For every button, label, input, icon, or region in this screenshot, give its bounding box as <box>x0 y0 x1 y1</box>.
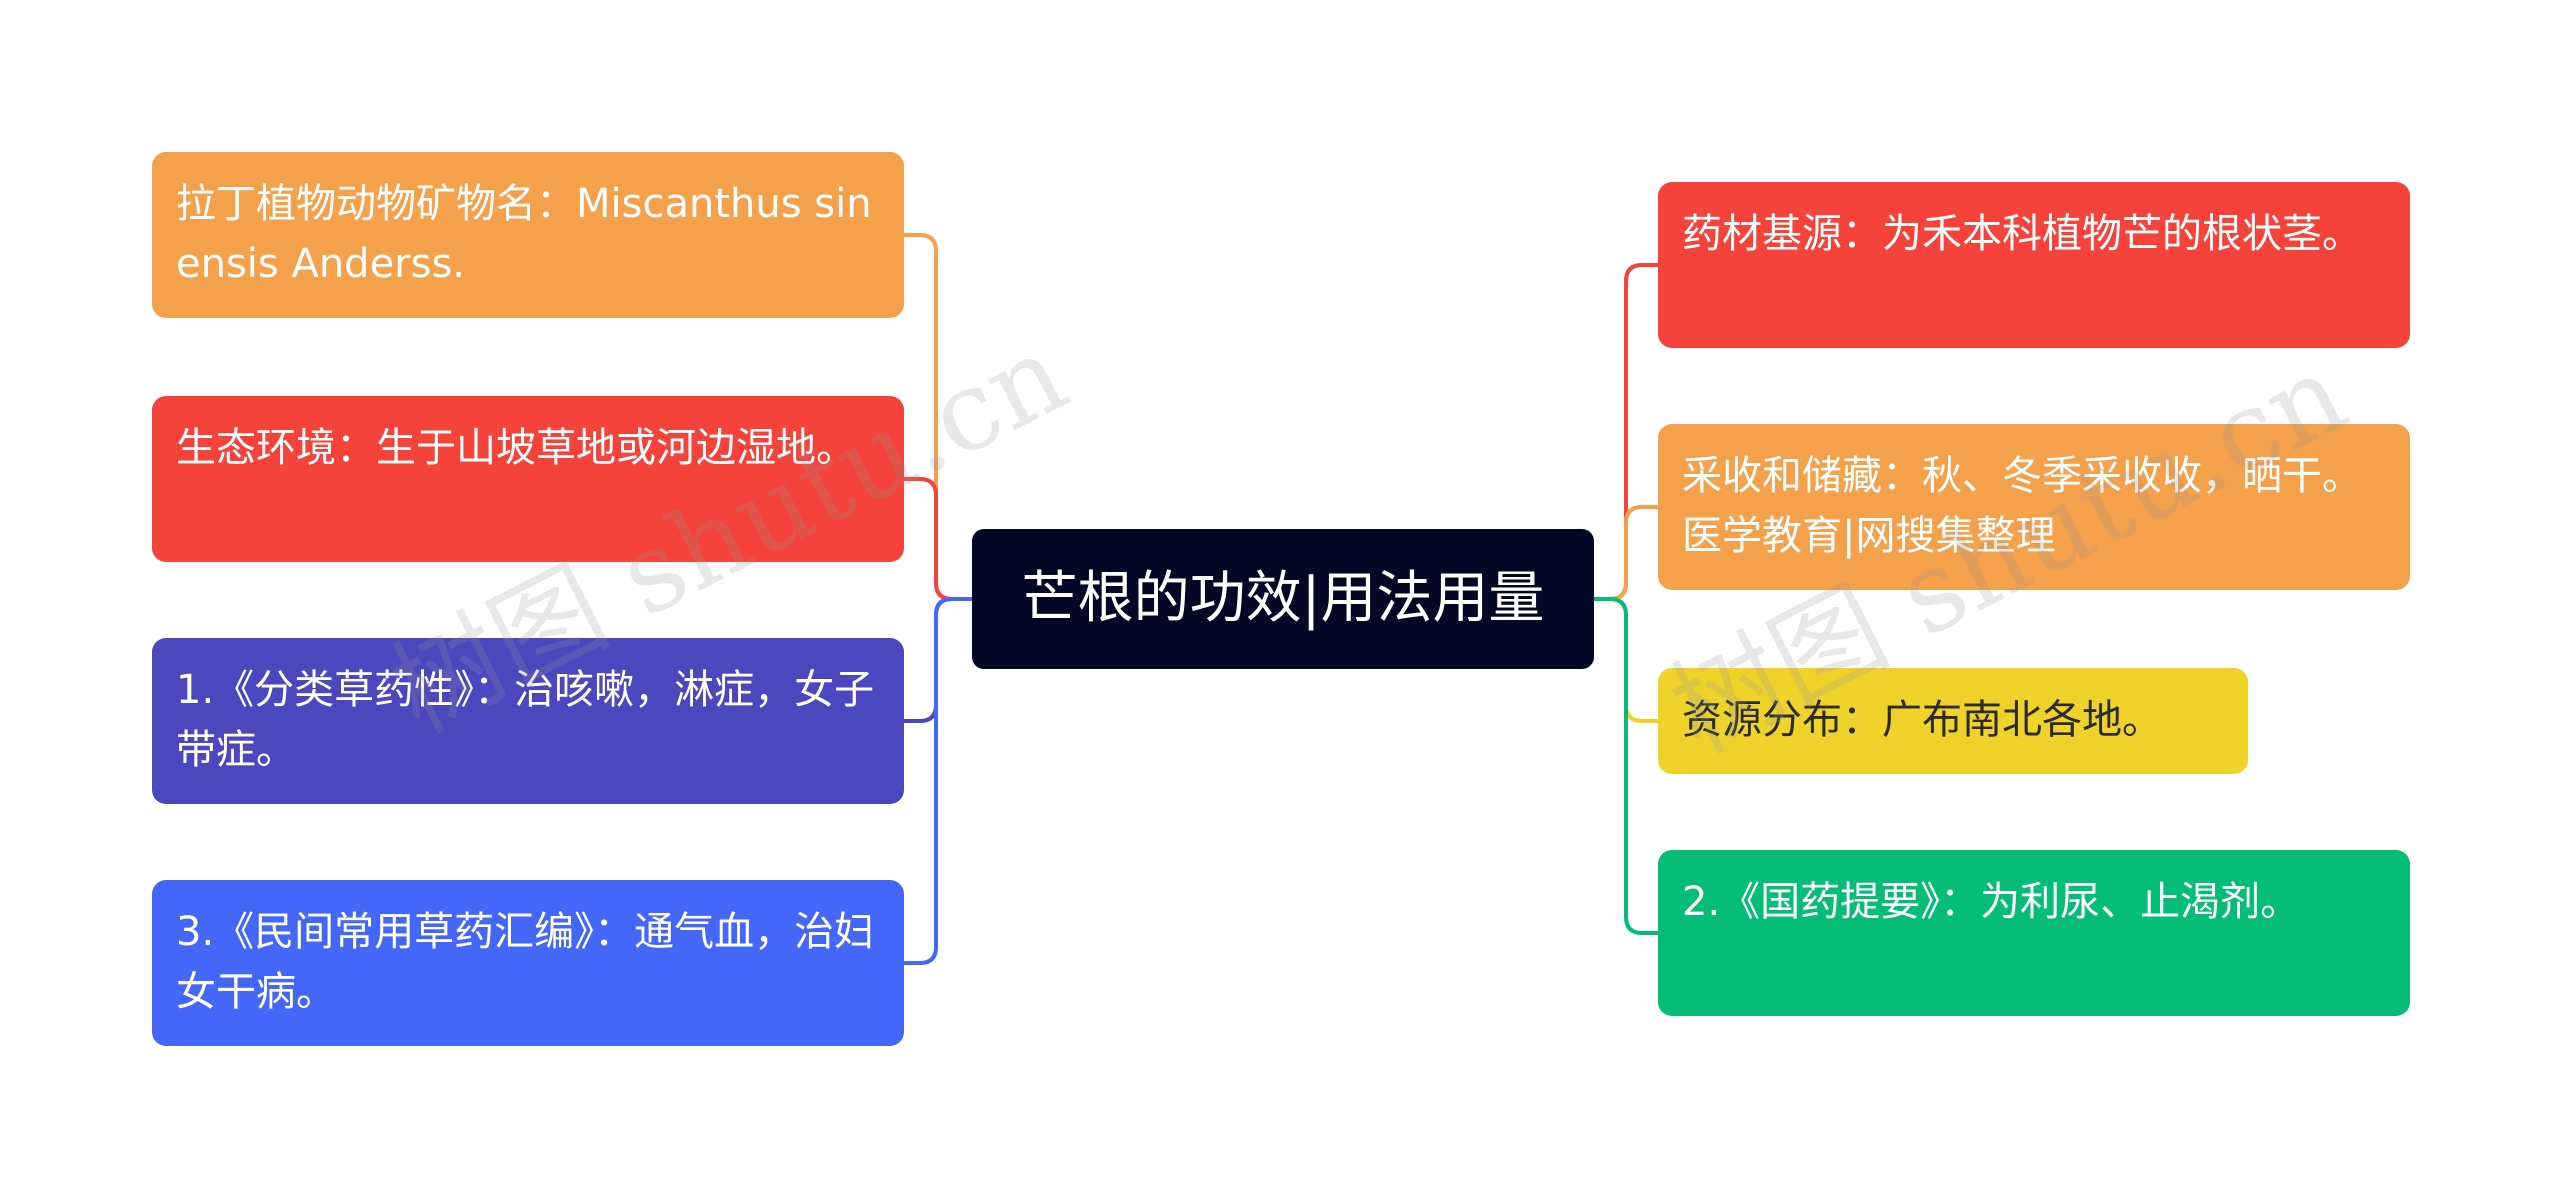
right-topic-source[interactable]: 药材基源：为禾本科植物芒的根状茎。 <box>1658 182 2410 348</box>
left-topic-classification-herbs[interactable]: 1.《分类草药性》：治咳嗽，淋症，女子带症。 <box>152 638 904 804</box>
left-topic-habitat[interactable]: 生态环境：生于山坡草地或河边湿地。 <box>152 396 904 562</box>
central-topic[interactable]: 芒根的功效|用法用量 <box>972 529 1594 669</box>
connector-right-3 <box>1592 597 1660 935</box>
connector-left-3 <box>902 597 974 965</box>
left-topic-latin-name[interactable]: 拉丁植物动物矿物名：Miscanthus sinensis Anderss. <box>152 152 904 318</box>
connector-left-1 <box>902 477 974 601</box>
connector-right-1 <box>1592 505 1660 601</box>
right-topic-harvest-storage[interactable]: 采收和储藏：秋、冬季采收收，晒干。医学教育|网搜集整理 <box>1658 424 2410 590</box>
right-topic-distribution[interactable]: 资源分布：广布南北各地。 <box>1658 668 2248 774</box>
right-topic-guoyao-tiyao[interactable]: 2.《国药提要》：为利尿、止渴剂。 <box>1658 850 2410 1016</box>
left-topic-folk-herbs[interactable]: 3.《民间常用草药汇编》：通气血，治妇女干病。 <box>152 880 904 1046</box>
